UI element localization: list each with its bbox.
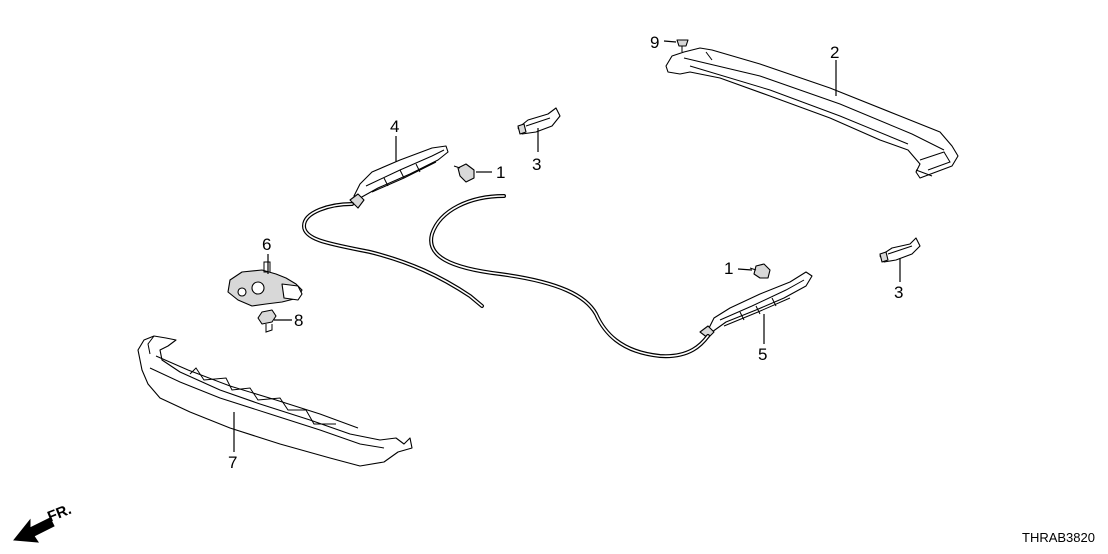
callout-7: 7: [228, 453, 237, 472]
part-1-screw-left: [453, 163, 475, 183]
part-3-bracket-upper: [517, 107, 561, 135]
part-1-screw-right: [749, 263, 771, 279]
part-3-bracket-right: [879, 237, 921, 263]
callout-9: 9: [650, 33, 659, 52]
callout-3: 3: [532, 155, 541, 174]
part-9-clip: [676, 39, 689, 52]
front-direction-arrow: FR.: [13, 501, 74, 543]
callout-8: 8: [294, 311, 303, 330]
drive-cables: [301, 194, 710, 359]
callout-5: 5: [758, 345, 767, 364]
leader-lines: [233, 40, 901, 452]
callout-1: 1: [496, 163, 505, 182]
callout-1: 1: [724, 259, 733, 278]
front-label: FR.: [45, 501, 74, 526]
part-7-rear-frame: [137, 335, 413, 467]
callout-6: 6: [262, 235, 271, 254]
part-2-front-housing: [665, 47, 959, 179]
part-6-motor: [227, 261, 303, 307]
callout-4: 4: [390, 117, 399, 136]
callout-numbers: 9 2 4 3 1 6 1 3 8 5 7: [228, 33, 903, 472]
part-4-left-guide-rail: [349, 145, 449, 209]
callout-2: 2: [830, 43, 839, 62]
diagram-code: THRAB3820: [1022, 530, 1095, 545]
callout-3: 3: [894, 283, 903, 302]
part-8-bolt: [257, 309, 277, 333]
part-5-right-guide-rail: [699, 271, 813, 339]
